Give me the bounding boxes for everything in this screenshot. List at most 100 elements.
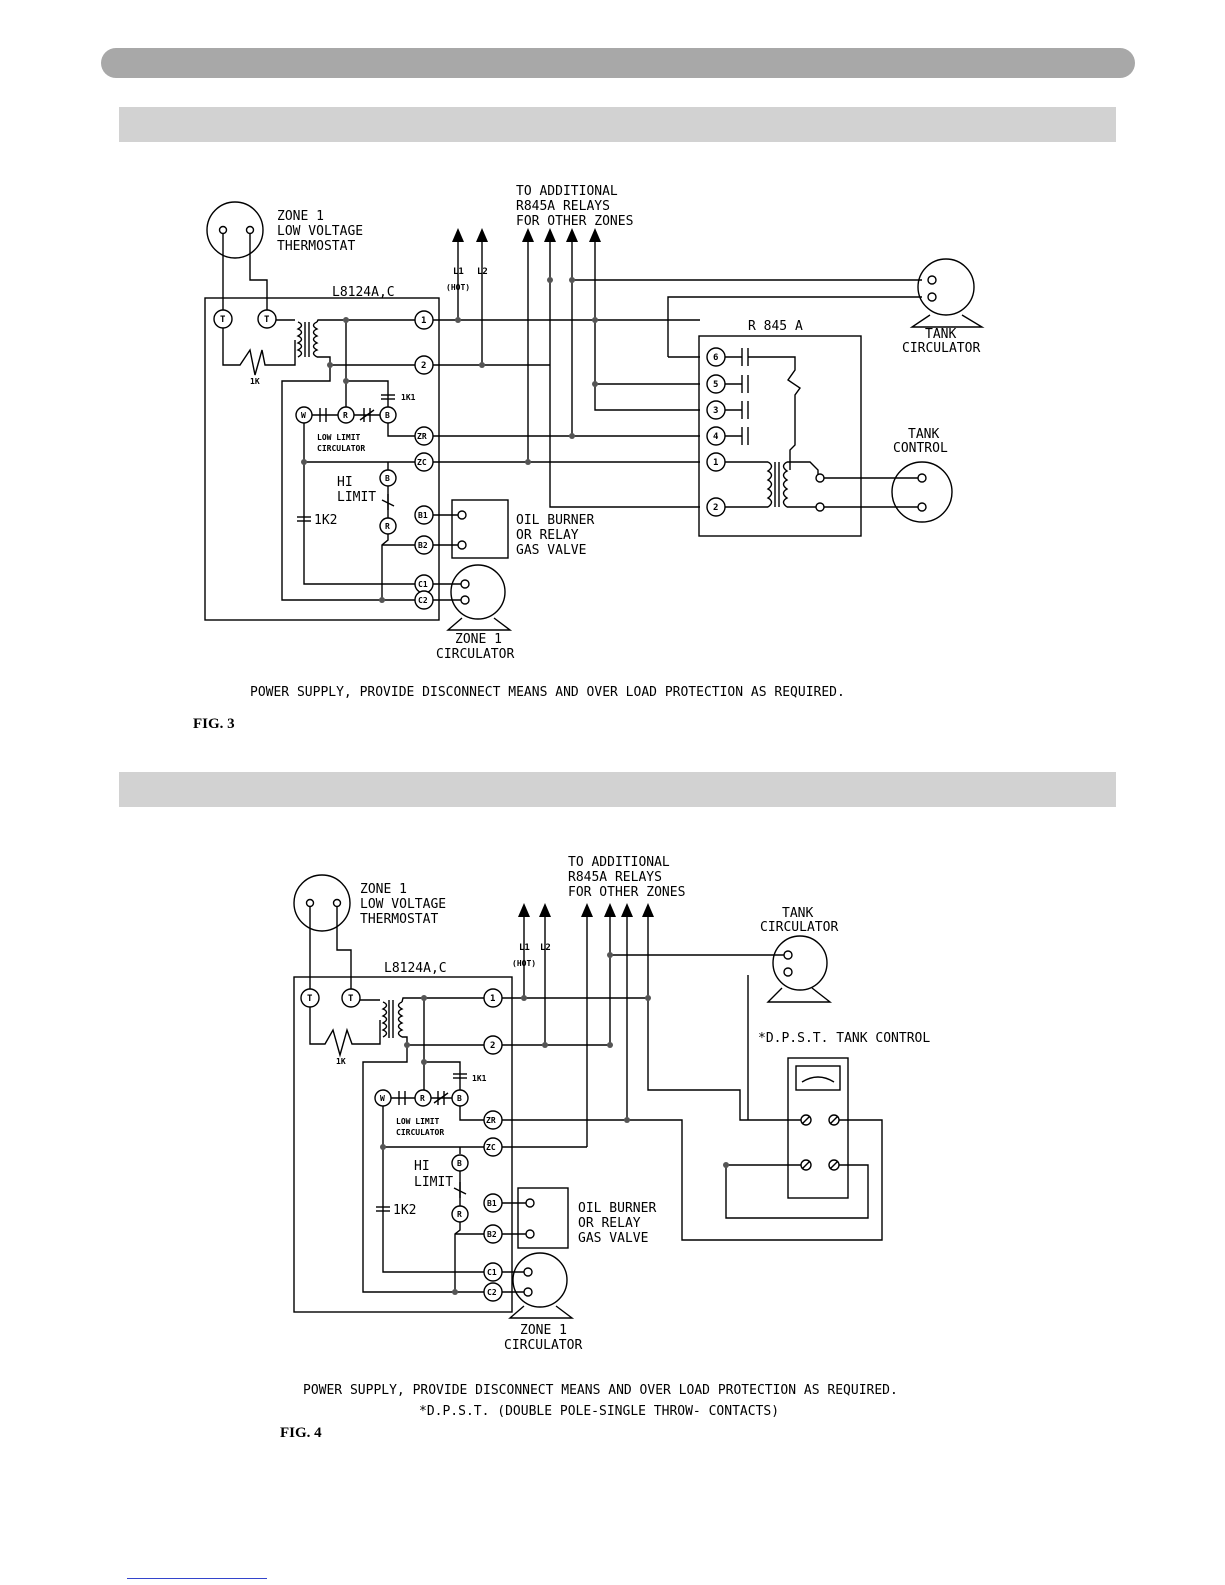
fig4-caption: FIG. 4 xyxy=(280,1425,322,1441)
label-additional-2-fig4: R845A RELAYS xyxy=(568,870,662,885)
label-thermostat-1: ZONE 1 xyxy=(277,209,324,224)
label-low-limit-2-fig4: CIRCULATOR xyxy=(396,1128,444,1137)
label-low-limit-2: CIRCULATOR xyxy=(317,444,365,453)
thermostat-symbol xyxy=(206,201,264,259)
terminal-zr-fig4: ZR xyxy=(486,1116,496,1125)
label-additional-1: TO ADDITIONAL xyxy=(516,184,618,199)
terminal-b-fig4: B xyxy=(457,1094,462,1103)
tank-circulator-symbol-fig4 xyxy=(772,935,828,991)
label-tank-circ-2: CIRCULATOR xyxy=(902,341,980,356)
relay-terminal-5: 5 xyxy=(713,380,718,390)
label-1k-fig4: 1K xyxy=(336,1057,346,1066)
wiring-diagram-fig4: ZONE 1 LOW VOLTAGE THERMOSTAT TO ADDITIO… xyxy=(293,855,930,1353)
label-thermostat-3: THERMOSTAT xyxy=(277,239,355,254)
terminal-c2-fig4: C2 xyxy=(487,1288,497,1297)
thermostat-symbol-fig4 xyxy=(293,874,351,932)
terminal-c1: C1 xyxy=(418,580,428,589)
tank-circulator-symbol xyxy=(917,258,975,316)
label-relay: R 845 A xyxy=(748,319,803,334)
label-additional-3-fig4: FOR OTHER ZONES xyxy=(568,885,685,900)
label-1k2: 1K2 xyxy=(314,513,337,528)
terminal-c2: C2 xyxy=(418,596,428,605)
section-band-fig4 xyxy=(119,772,1116,807)
oil-burner-box xyxy=(451,499,509,559)
terminal-zc: ZC xyxy=(417,458,427,467)
label-hot-fig4: (HOT) xyxy=(512,959,536,968)
label-oil-1-fig4: OIL BURNER xyxy=(578,1201,656,1216)
terminal-c1-fig4: C1 xyxy=(487,1268,497,1277)
dpst-tank-control-box xyxy=(787,1057,849,1199)
terminal-t2-fig4: T xyxy=(348,994,354,1004)
label-l1-fig4: L1 xyxy=(519,943,530,953)
label-1k1-fig4: 1K1 xyxy=(472,1074,487,1083)
label-zone-circ-2-fig4: CIRCULATOR xyxy=(504,1338,582,1353)
terminal-1: 1 xyxy=(421,316,426,326)
label-controller-fig4: L8124A,C xyxy=(384,961,447,976)
label-hi-1: HI xyxy=(337,475,353,490)
label-hi-2: LIMIT xyxy=(337,490,376,505)
terminal-b: B xyxy=(385,411,390,420)
label-thermostat-2: LOW VOLTAGE xyxy=(277,224,363,239)
terminal-2-fig4: 2 xyxy=(490,1041,495,1051)
label-l1: L1 xyxy=(453,267,464,277)
label-oil-3: GAS VALVE xyxy=(516,543,586,558)
fig3-caption: FIG. 3 xyxy=(193,716,235,732)
header-bar xyxy=(101,48,1135,78)
terminal-b1: B1 xyxy=(418,511,428,520)
terminal-t1-fig4: T xyxy=(307,994,313,1004)
relay-terminal-3: 3 xyxy=(713,406,718,416)
label-1k: 1K xyxy=(250,377,260,386)
relay-terminal-6: 6 xyxy=(713,353,718,363)
terminal-t2: T xyxy=(264,315,270,325)
relay-box xyxy=(698,335,862,537)
label-l2-fig4: L2 xyxy=(540,943,551,953)
fig4-note-dpst: *D.P.S.T. (DOUBLE POLE-SINGLE THROW- CON… xyxy=(419,1404,780,1419)
terminal-b2-fig4: B2 xyxy=(487,1230,497,1239)
label-zone-circ-1: ZONE 1 xyxy=(455,632,502,647)
wiring-diagram-fig3: ZONE 1 LOW VOLTAGE THERMOSTAT TO ADDITIO… xyxy=(204,184,985,660)
label-low-limit-1: LOW LIMIT xyxy=(317,433,361,442)
label-oil-2-fig4: OR RELAY xyxy=(578,1216,641,1231)
terminal-r-fig4: R xyxy=(420,1094,425,1103)
terminal-r-hi: R xyxy=(385,522,390,531)
terminal-zr: ZR xyxy=(417,432,427,441)
label-oil-1: OIL BURNER xyxy=(516,513,594,528)
terminal-b2: B2 xyxy=(418,541,428,550)
label-thermostat-2-fig4: LOW VOLTAGE xyxy=(360,897,446,912)
controller-box-fig4 xyxy=(293,976,513,1313)
label-1k1: 1K1 xyxy=(401,393,416,402)
terminal-b-hi: B xyxy=(385,474,390,483)
terminal-1-fig4: 1 xyxy=(490,994,495,1004)
label-hot: (HOT) xyxy=(446,283,470,292)
tank-control-symbol xyxy=(891,461,953,523)
section-band-fig3 xyxy=(119,107,1116,142)
terminal-b1-fig4: B1 xyxy=(487,1199,497,1208)
terminal-w-fig4: W xyxy=(380,1094,385,1103)
label-hi-2-fig4: LIMIT xyxy=(414,1175,453,1190)
label-controller: L8124A,C xyxy=(332,285,395,300)
terminal-t1: T xyxy=(220,315,226,325)
label-zone-circ-1-fig4: ZONE 1 xyxy=(520,1323,567,1338)
terminal-zc-fig4: ZC xyxy=(486,1143,496,1152)
label-tank-circ-2-fig4: CIRCULATOR xyxy=(760,920,838,935)
label-thermostat-3-fig4: THERMOSTAT xyxy=(360,912,438,927)
label-tank-control-2: CONTROL xyxy=(893,441,948,456)
terminal-r-hi-fig4: R xyxy=(457,1210,462,1219)
label-low-limit-1-fig4: LOW LIMIT xyxy=(396,1117,440,1126)
relay-terminal-1: 1 xyxy=(713,458,718,468)
label-oil-2: OR RELAY xyxy=(516,528,579,543)
footer-link-underline xyxy=(127,1578,267,1579)
label-additional-1-fig4: TO ADDITIONAL xyxy=(568,855,670,870)
oil-burner-box-fig4 xyxy=(517,1187,569,1249)
label-hi-1-fig4: HI xyxy=(414,1159,430,1174)
label-dpst-tank-control: *D.P.S.T. TANK CONTROL xyxy=(758,1031,930,1046)
relay-terminal-2: 2 xyxy=(713,503,718,513)
label-oil-3-fig4: GAS VALVE xyxy=(578,1231,648,1246)
label-additional-2: R845A RELAYS xyxy=(516,199,610,214)
fig4-note: POWER SUPPLY, PROVIDE DISCONNECT MEANS A… xyxy=(303,1383,898,1398)
zone-circulator-symbol-fig4 xyxy=(512,1252,568,1308)
terminal-w: W xyxy=(301,411,306,420)
label-additional-3: FOR OTHER ZONES xyxy=(516,214,633,229)
label-zone-circ-2: CIRCULATOR xyxy=(436,647,514,660)
label-l2: L2 xyxy=(477,267,488,277)
